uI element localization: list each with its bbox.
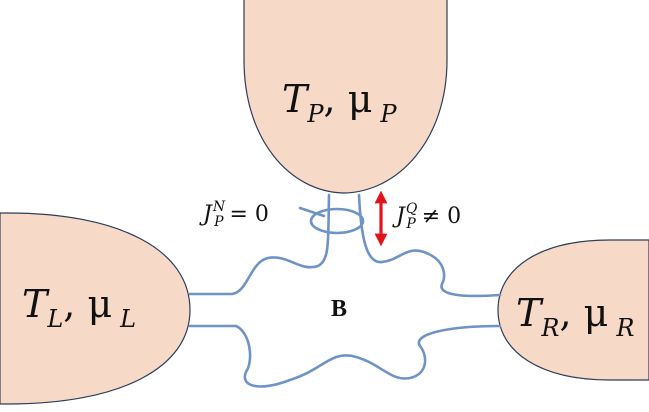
central-system-upper-right-boundary [357, 193, 502, 298]
left-temperature-subscript: L [46, 305, 63, 333]
heat-current-subscript: P [405, 216, 416, 232]
particle-current-pointer [298, 206, 326, 218]
heat-current-relation: ≠ 0 [422, 204, 461, 229]
svg-text:JNP= 0: JNP = 0 [199, 199, 269, 230]
right-temperature-symbol: T [516, 291, 544, 335]
svg-text:JQP≠ 0: JQP ≠ 0 [392, 201, 461, 232]
probe-chemical-potential-symbol: μ [348, 77, 373, 121]
svg-text:TP, μP: TP, μP [282, 77, 397, 128]
svg-text:TL, μL: TL, μL [22, 282, 136, 333]
heat-current-symbol: J [392, 204, 406, 229]
particle-current-symbol: J [199, 202, 213, 227]
right-chemical-potential-symbol: μ [584, 291, 609, 335]
svg-text:TR, μR: TR, μR [516, 291, 634, 342]
central-system-label: B [331, 296, 347, 322]
probe-reservoir [243, 0, 448, 194]
heat-current-superscript: Q [406, 201, 418, 217]
probe-coupling-ring [309, 207, 365, 235]
probe-temperature-subscript: P [306, 100, 324, 128]
left-temperature-symbol: T [22, 282, 50, 326]
left-chemical-potential-subscript: L [119, 305, 136, 333]
probe-chemical-potential-subscript: P [379, 100, 397, 128]
particle-current-superscript: N [212, 199, 226, 215]
right-chemical-potential-subscript: R [615, 314, 634, 342]
particle-current-relation: = 0 [230, 202, 269, 227]
right-reservoir [497, 239, 649, 381]
left-chemical-potential-symbol: μ [87, 282, 112, 326]
left-reservoir [0, 212, 191, 405]
right-temperature-subscript: R [540, 314, 559, 342]
central-system-upper-boundary [188, 193, 331, 296]
particle-current-subscript: P [213, 214, 224, 230]
probe-temperature-symbol: T [282, 77, 310, 121]
central-system-lower-boundary [188, 324, 502, 388]
